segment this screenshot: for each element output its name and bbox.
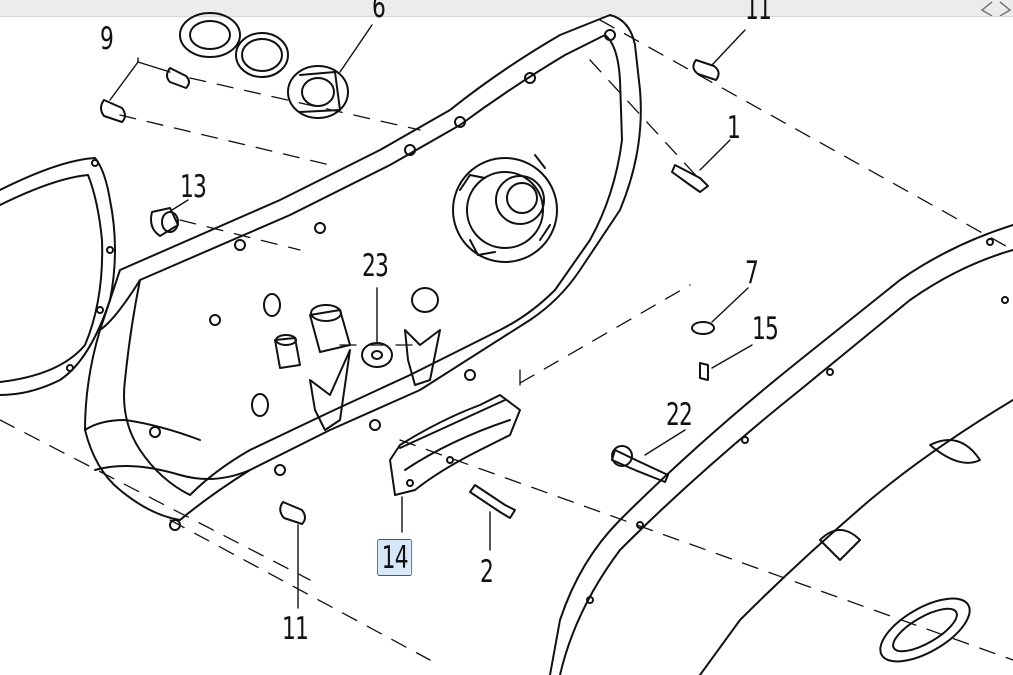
chevron-left-icon [980, 1, 993, 16]
callout-14-selected[interactable]: 14 [377, 539, 413, 576]
central-hub [452, 157, 558, 263]
seal [179, 12, 241, 58]
retaining-ring [235, 32, 289, 78]
callout-13[interactable]: 13 [180, 169, 207, 205]
top-toolbar [0, 0, 1013, 17]
callout-23[interactable]: 23 [362, 248, 389, 284]
dowel-pins [100, 59, 720, 525]
callout-9[interactable]: 9 [100, 21, 114, 57]
leader-lines [109, 24, 753, 609]
washer [361, 342, 393, 368]
nav-arrows[interactable] [953, 0, 1013, 16]
outer-cover-gasket [549, 224, 1013, 675]
left-gasket [0, 157, 116, 396]
callout-1[interactable]: 1 [727, 110, 741, 146]
callout-11[interactable]: 11 [282, 611, 309, 647]
callout-2[interactable]: 2 [480, 554, 494, 590]
tensioner-shoe [389, 394, 521, 496]
inner-primary-housing [84, 14, 642, 521]
callout-15[interactable]: 15 [752, 311, 779, 347]
callout-7[interactable]: 7 [745, 255, 759, 291]
callout-22[interactable]: 22 [666, 397, 693, 433]
bushing [150, 207, 179, 237]
bolts [469, 164, 709, 519]
o-ring [691, 321, 715, 335]
callout-11-top[interactable]: 11 [745, 0, 772, 27]
chevron-right-icon [999, 1, 1012, 16]
bearing [287, 65, 349, 119]
callout-6[interactable]: 6 [372, 0, 386, 25]
